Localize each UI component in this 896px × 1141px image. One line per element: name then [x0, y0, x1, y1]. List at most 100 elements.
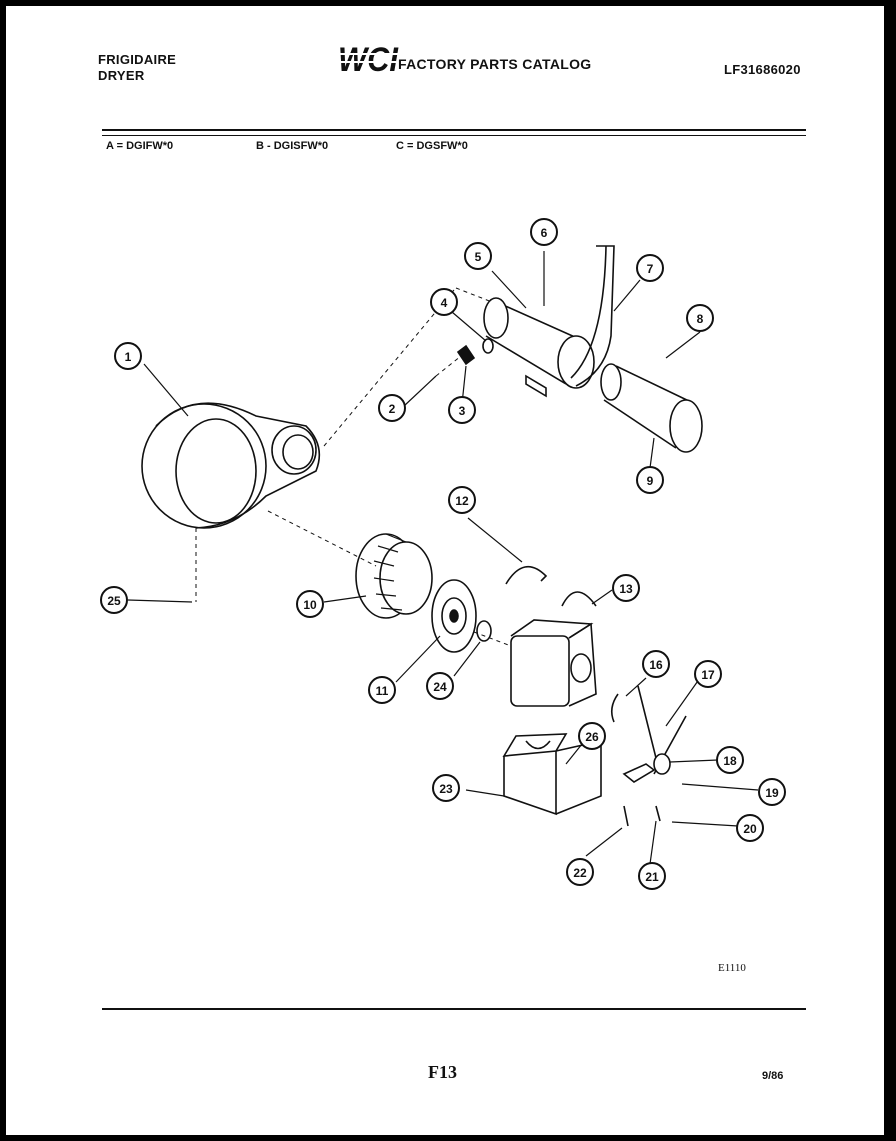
- gasket: [482, 338, 494, 354]
- callout-number: 26: [585, 730, 599, 744]
- model-b: B - DGISFW*0: [256, 140, 329, 152]
- svg-text:WCI: WCI: [338, 42, 399, 76]
- callout-11: 11: [368, 676, 396, 704]
- brand-name: FRIGIDAIRE: [98, 52, 177, 67]
- callout-16: 16: [642, 650, 670, 678]
- callout-1: 1: [114, 342, 142, 370]
- callout-number: 9: [647, 474, 654, 488]
- callout-circle: [758, 778, 786, 806]
- catalog-page: FRIGIDAIRE DRYER WCI FACTORY PARTS CATAL…: [6, 6, 884, 1135]
- callout-17: 17: [694, 660, 722, 688]
- callout-22: 22: [566, 858, 594, 886]
- callout-number: 10: [303, 598, 317, 612]
- callout-24: 24: [426, 672, 454, 700]
- diagram-code: E1110: [718, 962, 746, 974]
- callout-circle: [114, 342, 142, 370]
- callout-circle: [736, 814, 764, 842]
- callout-number: 18: [723, 754, 737, 768]
- callout-number: 21: [645, 870, 659, 884]
- callout-2: 2: [378, 394, 406, 422]
- callout-circle: [296, 590, 324, 618]
- callout-number: 8: [697, 312, 704, 326]
- drive-motor: [510, 591, 597, 707]
- callout-number: 16: [649, 658, 663, 672]
- wci-logo: WCI: [338, 42, 399, 76]
- motor-mount-bracket: [502, 733, 602, 816]
- callout-circle: [578, 722, 606, 750]
- seal-plate: [431, 579, 477, 653]
- callout-19: 19: [758, 778, 786, 806]
- callout-circle: [612, 574, 640, 602]
- callout-number: 22: [573, 866, 587, 880]
- callout-circle: [432, 774, 460, 802]
- callout-number: 17: [701, 668, 715, 682]
- callout-6: 6: [530, 218, 558, 246]
- callout-20: 20: [736, 814, 764, 842]
- callout-number: 23: [439, 782, 453, 796]
- product-type: DRYER: [98, 68, 145, 83]
- callout-number: 12: [455, 494, 469, 508]
- callout-number: 2: [389, 402, 396, 416]
- callout-circle: [636, 466, 664, 494]
- callout-9: 9: [636, 466, 664, 494]
- callout-number: 3: [459, 404, 466, 418]
- callout-number: 7: [647, 262, 654, 276]
- callout-circle: [636, 254, 664, 282]
- page-number: F13: [428, 1062, 457, 1082]
- callout-number: 13: [619, 582, 633, 596]
- callout-number: 19: [765, 786, 779, 800]
- callout-circle: [430, 288, 458, 316]
- callout-circle: [448, 486, 476, 514]
- callout-26: 26: [578, 722, 606, 750]
- callout-circle: [530, 218, 558, 246]
- callout-7: 7: [636, 254, 664, 282]
- callout-number: 5: [475, 250, 482, 264]
- revision-date: 9/86: [762, 1070, 784, 1082]
- callout-10: 10: [296, 590, 324, 618]
- callout-number: 24: [433, 680, 447, 694]
- header-rule: [102, 129, 806, 131]
- switch-lever: [622, 763, 656, 783]
- blower-wheel: [355, 533, 433, 619]
- callout-circle: [368, 676, 396, 704]
- callout-8: 8: [686, 304, 714, 332]
- callout-23: 23: [432, 774, 460, 802]
- callout-circle: [426, 672, 454, 700]
- callout-12: 12: [448, 486, 476, 514]
- callout-13: 13: [612, 574, 640, 602]
- callout-number: 11: [376, 684, 389, 698]
- callout-number: 4: [441, 296, 448, 310]
- brand-block: FRIGIDAIRE DRYER: [98, 52, 176, 84]
- model-c: C = DGSFW*0: [396, 140, 468, 152]
- header-rule-thin: [102, 135, 806, 136]
- callout-21: 21: [638, 862, 666, 890]
- screw: [655, 805, 661, 822]
- catalog-title: FACTORY PARTS CATALOG: [398, 56, 592, 72]
- callout-circle: [694, 660, 722, 688]
- callout-number: 1: [125, 350, 132, 364]
- callout-number: 25: [107, 594, 121, 608]
- callout-25: 25: [100, 586, 128, 614]
- blower-housing: [141, 402, 321, 529]
- spring: [610, 693, 619, 723]
- heater-housing: [483, 297, 595, 398]
- coupling: [476, 620, 492, 642]
- callout-5: 5: [464, 242, 492, 270]
- callout-circle: [716, 746, 744, 774]
- callout-circle: [100, 586, 128, 614]
- catalog-number: LF31686020: [724, 62, 801, 77]
- pin: [623, 805, 629, 827]
- model-a: A = DGIFW*0: [106, 140, 174, 152]
- callout-3: 3: [448, 396, 476, 424]
- callout-circle: [686, 304, 714, 332]
- callout-circle: [566, 858, 594, 886]
- callout-circle: [464, 242, 492, 270]
- callout-circle: [638, 862, 666, 890]
- callout-circle: [448, 396, 476, 424]
- vent-duct: [570, 245, 615, 387]
- callout-circle: [642, 650, 670, 678]
- callout-number: 6: [541, 226, 548, 240]
- motor-clamp: [505, 566, 548, 585]
